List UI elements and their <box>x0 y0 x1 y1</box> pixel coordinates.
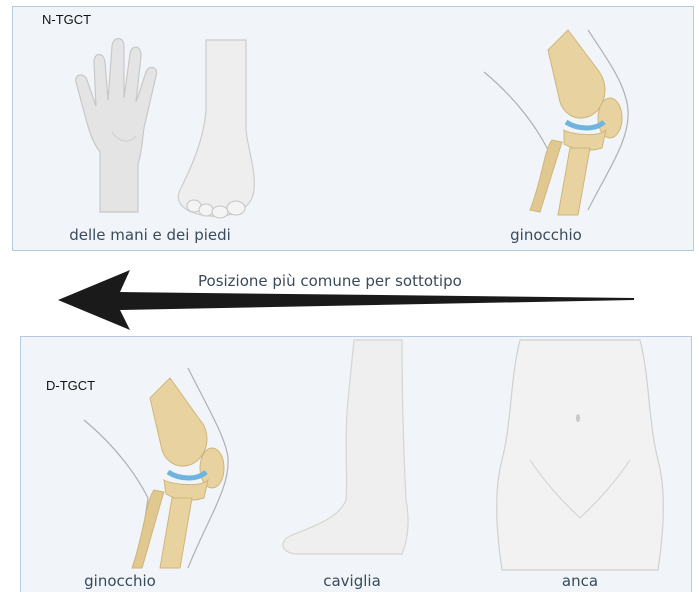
label-hands-feet: delle mani e dei piedi <box>69 226 231 244</box>
label-hip: anca <box>562 572 598 590</box>
label-ankle: caviglia <box>323 572 381 590</box>
ankle-illustration <box>278 340 418 570</box>
arrow-left-icon <box>58 270 638 332</box>
foot-illustration <box>170 40 270 220</box>
hip-illustration <box>490 340 670 570</box>
label-knee-top: ginocchio <box>510 226 582 244</box>
hand-illustration <box>70 32 180 212</box>
label-knee-bottom: ginocchio <box>84 572 156 590</box>
knee-illustration-bottom <box>78 368 238 568</box>
n-tgct-label: N-TGCT <box>42 12 91 27</box>
knee-illustration-top <box>478 30 638 215</box>
